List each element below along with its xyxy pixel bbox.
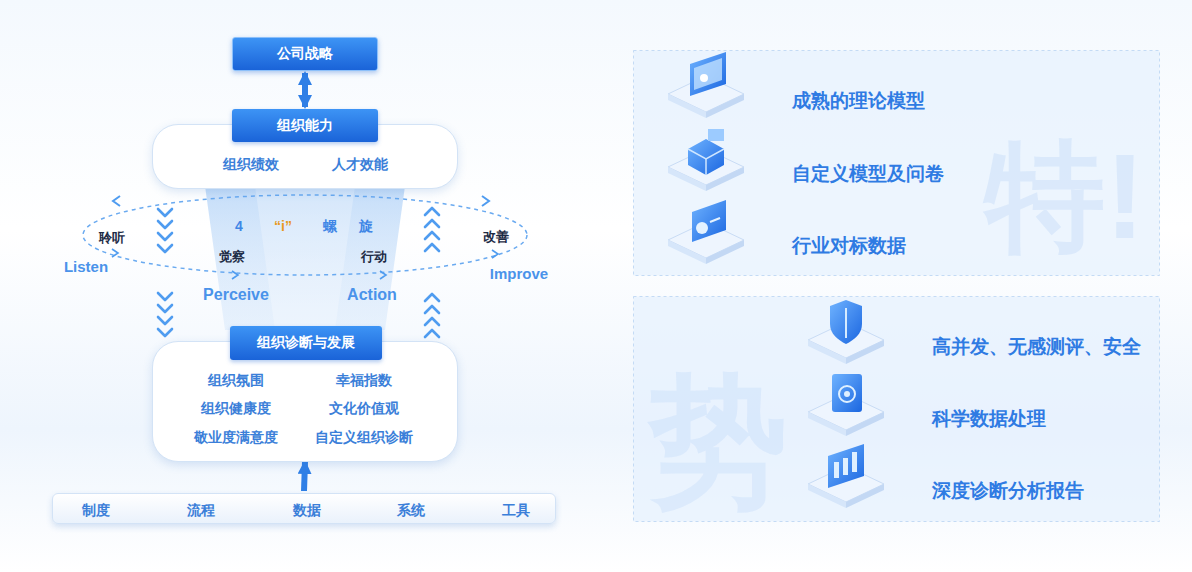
- box-item: 自定义组织诊断: [315, 429, 413, 446]
- stage-label-en: Action: [347, 286, 397, 304]
- icon-shield: [808, 300, 884, 364]
- panel-ground: [634, 297, 1160, 522]
- spiral-ellipse: [83, 195, 527, 275]
- stage-label: 行动: [361, 250, 387, 264]
- foundation-band: 制度 流程 数据 系统 工具: [52, 493, 556, 524]
- box-item: 人才效能: [332, 156, 388, 173]
- box-title: 组织能力: [277, 117, 333, 135]
- panel-ground: [634, 51, 1160, 276]
- icon-model: [668, 52, 744, 118]
- connector-arrow: [302, 73, 308, 107]
- box-tab: 组织诊断与发展: [230, 326, 382, 360]
- chevrons-up: [425, 208, 439, 337]
- strategy-box: 公司战略: [232, 37, 378, 71]
- icon-questionnaire: [668, 129, 744, 191]
- light-beam: [205, 186, 405, 330]
- box-tab: 组织能力: [232, 109, 378, 142]
- stage-label-en: Perceive: [203, 286, 269, 304]
- spiral-label: 旋: [359, 219, 373, 234]
- feature-panel: 成熟的理论模型自定义模型及问卷行业对标数据: [633, 50, 1160, 276]
- feature-text: 成熟的理论模型: [792, 90, 925, 113]
- stage-label-en: Listen: [64, 259, 108, 276]
- diagnosis-box: 组织诊断与发展组织氛围 幸福指数组织健康度 文化价值观敬业度满意度 自定义组织诊断: [152, 326, 458, 460]
- box-item: 组织绩效: [223, 156, 279, 173]
- band-item: 数据: [293, 502, 321, 519]
- band-item: 流程: [187, 502, 215, 519]
- box-title: 组织诊断与发展: [257, 334, 355, 352]
- feature-text: 高并发、无感测评、安全: [932, 336, 1141, 359]
- spiral-label: “i”: [274, 219, 292, 234]
- icon-data: [808, 374, 884, 436]
- stage-label-en: Improve: [490, 266, 548, 283]
- spiral-label: 螺: [323, 219, 337, 234]
- feature-text: 科学数据处理: [932, 408, 1046, 431]
- box-item: 组织健康度: [201, 400, 271, 417]
- box-item: 幸福指数: [336, 372, 392, 389]
- feature-panel: 高并发、无感测评、安全科学数据处理深度诊断分析报告: [633, 296, 1160, 522]
- stage-label: 觉察: [219, 250, 245, 264]
- stage-label: 改善: [483, 230, 509, 244]
- box-item: 敬业度满意度: [194, 429, 278, 446]
- box-item: 文化价值观: [329, 400, 399, 417]
- feature-text: 行业对标数据: [792, 235, 906, 258]
- watermark: 特!: [985, 130, 1145, 262]
- feature-text: 深度诊断分析报告: [932, 480, 1084, 503]
- watermark: 势: [648, 365, 788, 519]
- capability-box: 组织能力组织绩效 人才效能: [152, 109, 458, 187]
- spiral-label: 4: [235, 219, 243, 234]
- icon-benchmark: [668, 200, 744, 264]
- box-title: 公司战略: [277, 45, 333, 63]
- box-item: 组织氛围: [208, 372, 264, 389]
- connector-arrow: [304, 462, 305, 491]
- band-item: 制度: [82, 502, 110, 519]
- icon-report: [808, 444, 884, 508]
- band-item: 工具: [502, 502, 530, 519]
- band-item: 系统: [397, 502, 425, 519]
- stage-label: 聆听: [99, 231, 125, 245]
- chevrons-down: [158, 209, 172, 336]
- feature-text: 自定义模型及问卷: [792, 163, 944, 186]
